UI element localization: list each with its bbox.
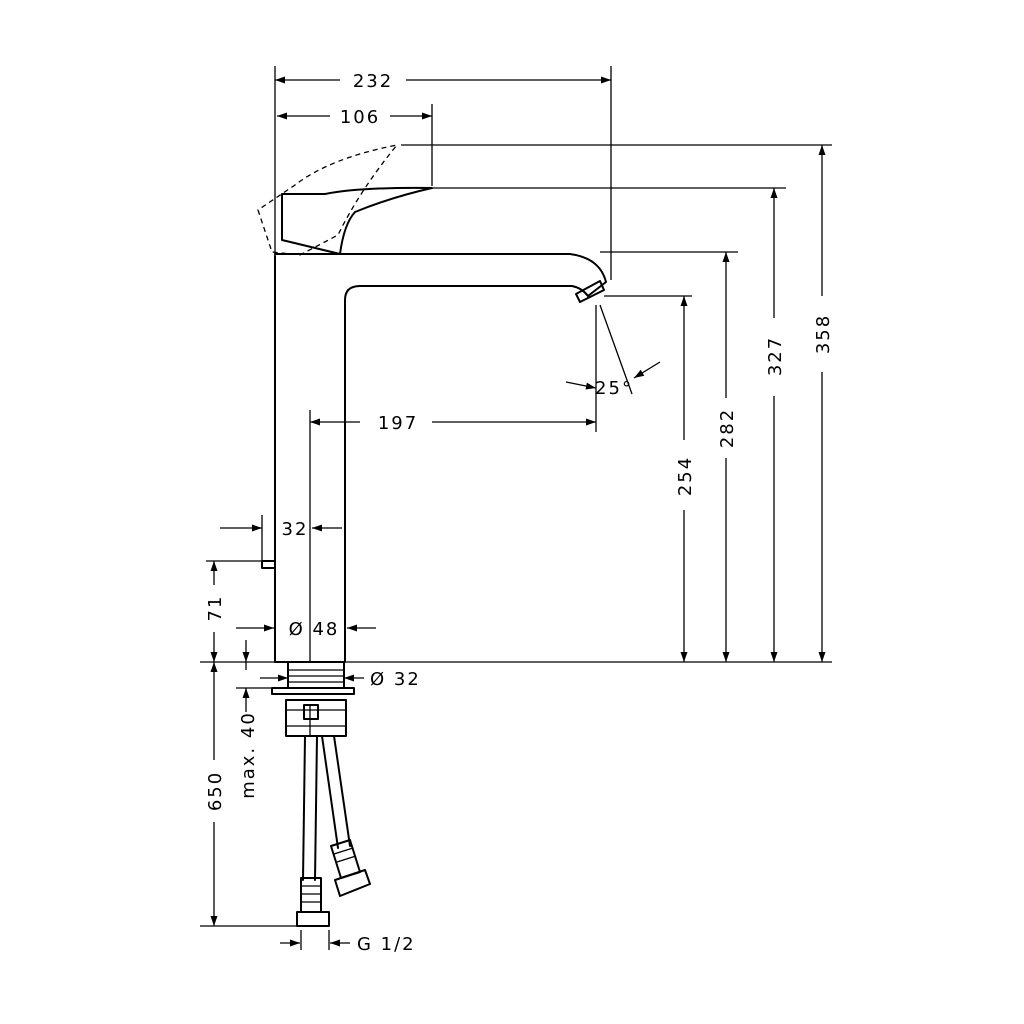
label-32-offset: 32 (282, 519, 309, 540)
dim-spout-reach: 197 (310, 413, 596, 434)
lever-handle (281, 186, 433, 255)
dim-outlet-height: 254 (675, 296, 696, 662)
drain-knob (261, 560, 276, 569)
dim-lever-height: 71 (205, 561, 226, 662)
label-106: 106 (340, 107, 380, 128)
dim-hose-length: 650 (205, 662, 226, 926)
extension-lines (200, 66, 832, 950)
label-diameter-32: Ø 32 (370, 669, 421, 690)
dim-spout-angle: 25° (565, 361, 661, 399)
faucet-body (274, 253, 607, 663)
label-197: 197 (378, 413, 418, 434)
dim-body-diameter: Ø 48 (236, 619, 376, 640)
dim-base-diameter: Ø 32 (260, 669, 421, 690)
base-collar (287, 661, 345, 689)
dim-width-total: 232 (275, 71, 611, 92)
aerator (575, 280, 605, 303)
label-254: 254 (675, 456, 696, 496)
label-358: 358 (813, 314, 834, 354)
dim-max-height: 358 (813, 145, 834, 662)
label-diameter-48: Ø 48 (289, 619, 340, 640)
label-25-degrees: 25° (595, 378, 633, 399)
dim-offset: 32 (220, 519, 342, 540)
dim-lever-top-height: 327 (765, 188, 786, 662)
label-282: 282 (717, 408, 738, 448)
dim-spout-height: 282 (717, 252, 738, 662)
hose-left (302, 735, 318, 881)
hose-fitting-left (296, 877, 330, 927)
dim-mount-depth: max. 40 (238, 640, 259, 799)
label-71: 71 (205, 595, 226, 622)
label-g-1-2: G 1/2 (357, 934, 416, 955)
countertop-washer (271, 687, 355, 695)
lever-open-outline (257, 144, 399, 256)
dim-handle-reach: 106 (277, 107, 432, 128)
hose-right (321, 735, 351, 849)
dim-thread: G 1/2 (280, 934, 416, 955)
label-327: 327 (765, 336, 786, 376)
hose-fitting-right (330, 839, 371, 897)
label-232: 232 (353, 71, 393, 92)
label-650: 650 (205, 771, 226, 811)
label-max-40: max. 40 (238, 711, 259, 799)
